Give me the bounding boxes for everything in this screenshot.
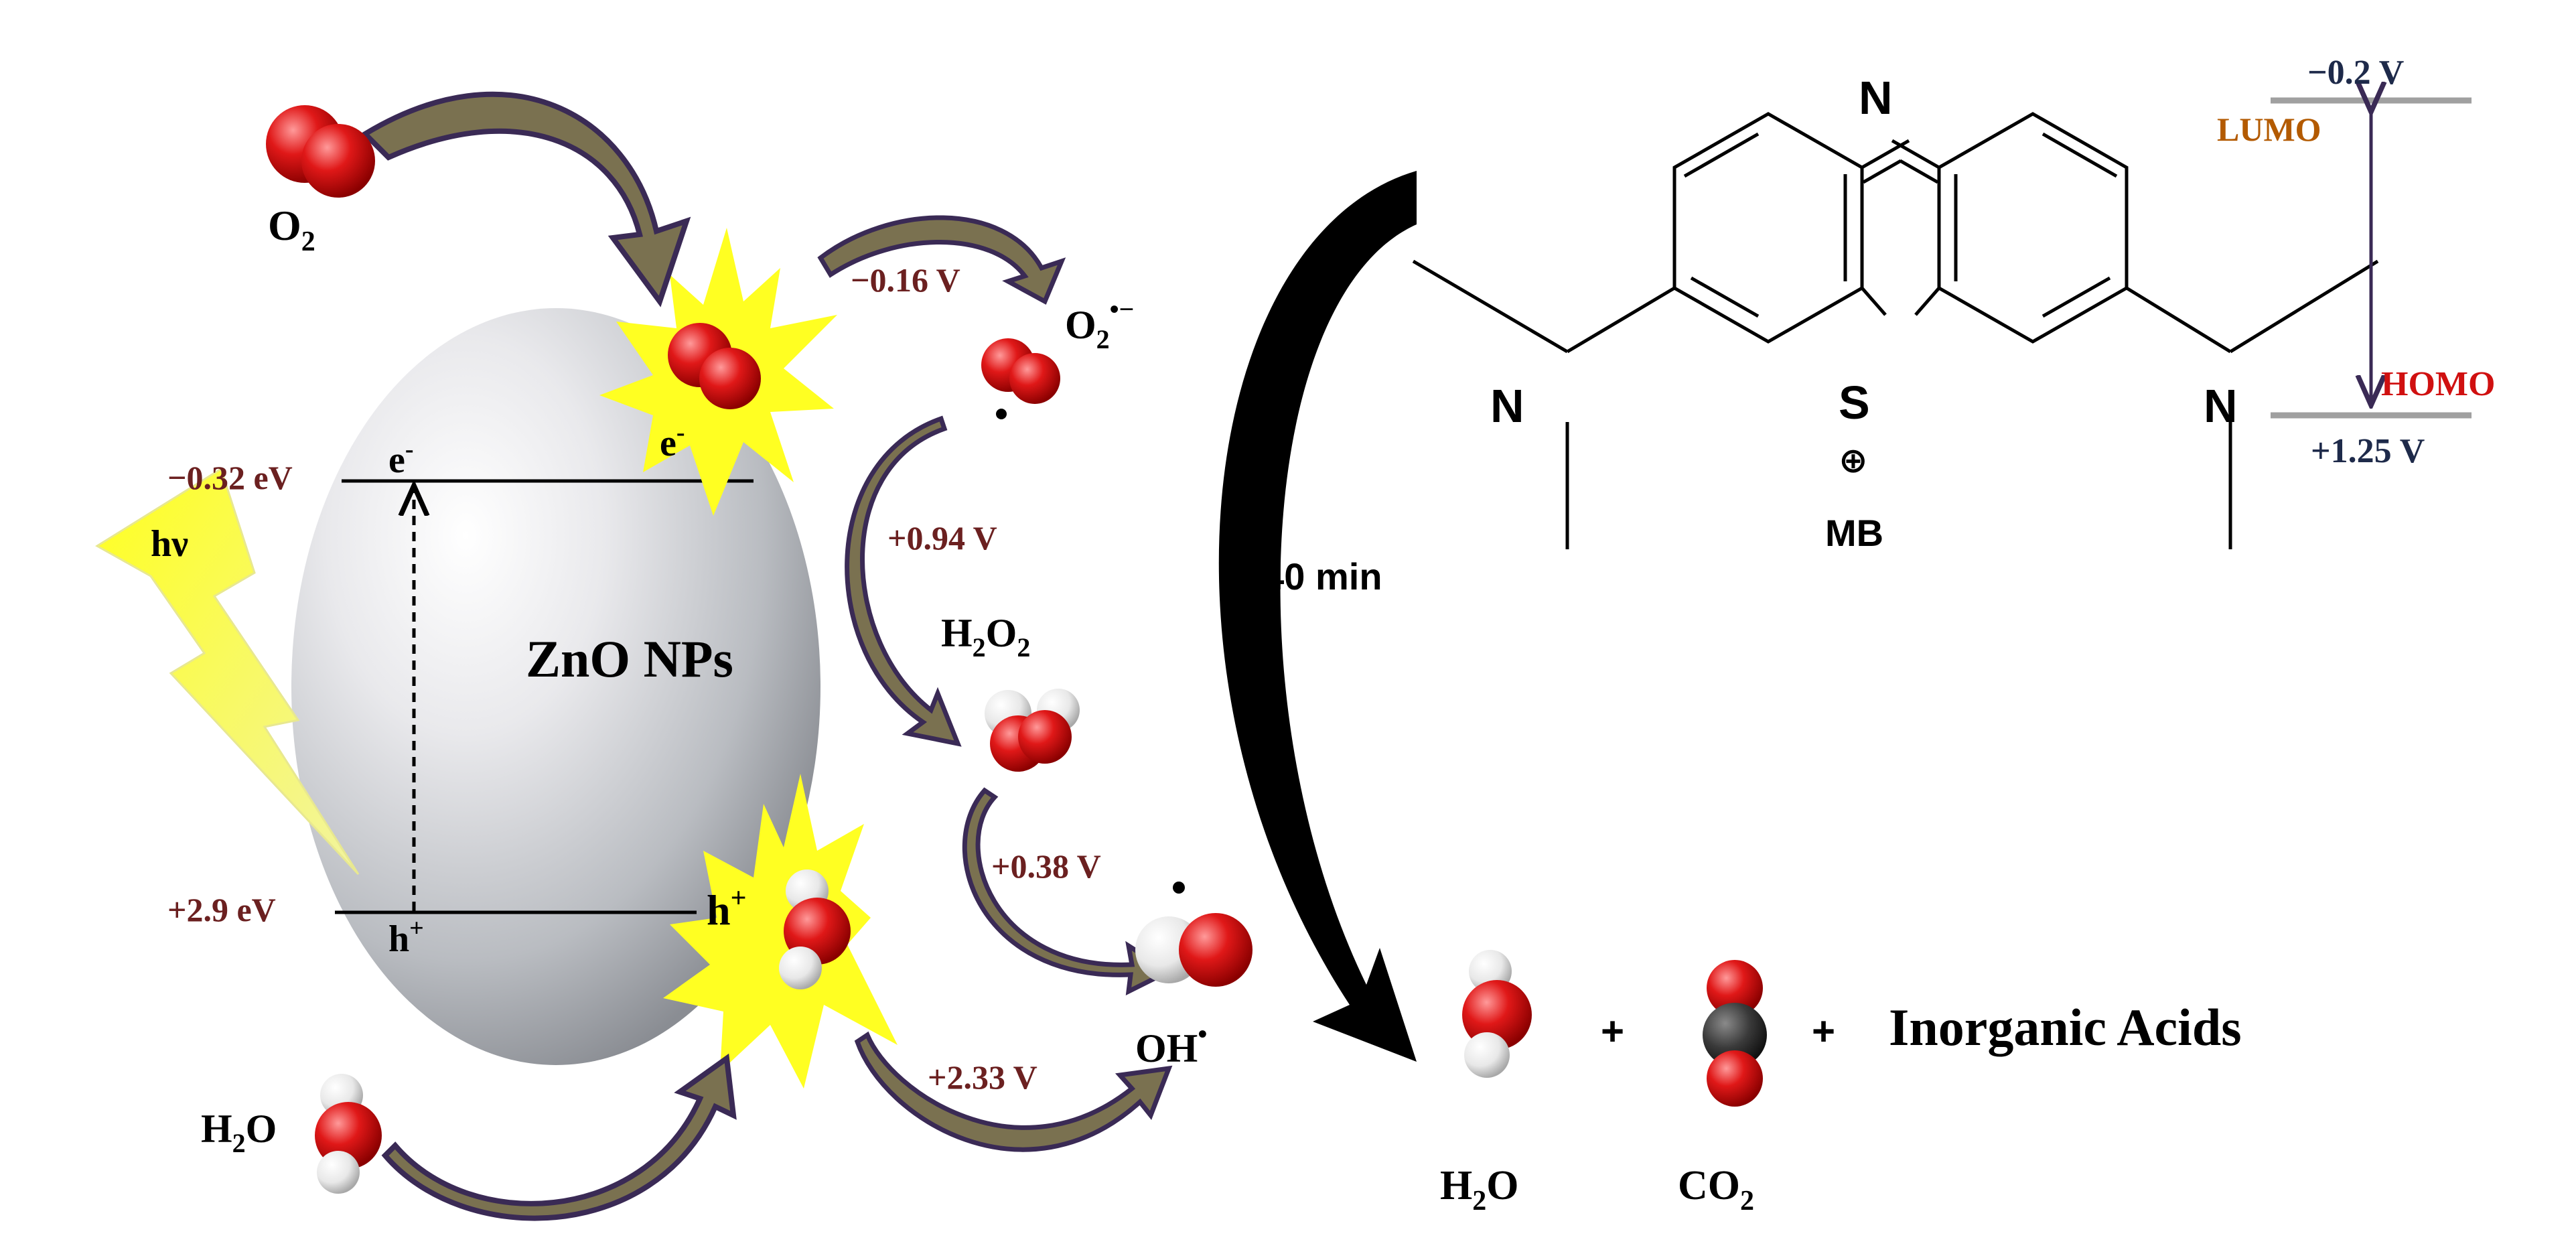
adsorbed-o2-molecule [668, 323, 761, 409]
zno-label: ZnO NPs [526, 630, 733, 688]
mb-n-left: N [1490, 380, 1524, 432]
h2o2-label: H2O2 [941, 611, 1030, 662]
mb-n-right: N [2204, 380, 2238, 432]
superoxide-to-h2o2-potential: +0.94 V [887, 519, 997, 557]
mb-n-top: N [1859, 72, 1893, 124]
superoxide-molecule [981, 338, 1060, 419]
h2o-to-oh-potential: +2.33 V [928, 1058, 1037, 1096]
homo-potential: +1.25 V [2311, 432, 2425, 470]
vb-potential: +2.9 eV [167, 891, 276, 928]
cb-potential: −0.32 eV [167, 459, 293, 496]
hydroxyl-label: OH• [1135, 1019, 1207, 1070]
plus-sign-2: + [1812, 1009, 1835, 1054]
product-h2o-label: H2O [1440, 1163, 1518, 1216]
homo-label: HOMO [2381, 365, 2495, 403]
hole-starburst-icon [663, 774, 898, 1089]
h2o-to-surface-arrow [381, 1053, 737, 1221]
methylene-blue-structure [1412, 112, 2379, 549]
h2o2-to-oh-potential: +0.38 V [991, 847, 1101, 885]
co2-product-molecule [1703, 960, 1767, 1107]
vb-hole-label: h+ [388, 914, 424, 960]
mb-charge: ⊕ [1839, 441, 1868, 480]
h2o-product-molecule [1462, 950, 1532, 1078]
lumo-label: LUMO [2217, 111, 2321, 148]
h2o2-to-oh-arrow [962, 787, 1174, 996]
superoxide-to-h2o2-arrow [845, 415, 962, 747]
light-bolt-icon [95, 467, 360, 876]
o2-molecule [266, 105, 375, 198]
water-reactant-label: H2O [201, 1107, 277, 1158]
cb-electron-label: e- [388, 435, 414, 481]
mb-s: S [1839, 376, 1870, 429]
inorganic-acids-label: Inorganic Acids [1889, 998, 2242, 1056]
o2-to-surface-arrow [360, 91, 691, 307]
o2-reduction-potential: −0.16 V [851, 261, 960, 299]
product-co2-label: CO2 [1678, 1163, 1754, 1216]
hydroxyl-radical [1135, 882, 1253, 987]
lumo-potential: −0.2 V [2307, 54, 2404, 92]
h2o2-molecule [985, 689, 1080, 772]
superoxide-label: O2•− [1065, 294, 1134, 354]
o2-label: O2 [268, 202, 315, 257]
h2o-oxidation-arrow [854, 1031, 1173, 1152]
h2o-molecule-surface [779, 869, 851, 989]
o2-reduction-arrow [817, 215, 1066, 305]
star-hole-label: h+ [707, 883, 747, 934]
star-electron-label: e- [660, 419, 685, 464]
h2o-molecule-reactant [315, 1074, 382, 1194]
hv-label: hν [151, 523, 188, 565]
time-label: 240 min [1242, 555, 1382, 598]
plus-sign-1: + [1601, 1009, 1624, 1054]
degradation-arrow [1218, 171, 1417, 1062]
mb-label: MB [1825, 512, 1883, 554]
